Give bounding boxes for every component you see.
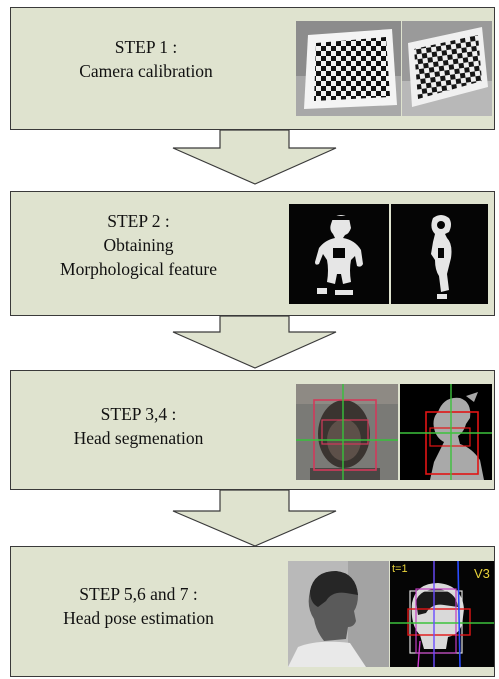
step-2-box: STEP 2 : Obtaining Morphological feature: [10, 191, 495, 316]
head-photo-detection: [296, 384, 398, 480]
step-5-6-7-title: STEP 5,6 and 7 :: [79, 584, 198, 604]
head-mask-detection: [400, 384, 492, 480]
step-5-6-7-box: STEP 5,6 and 7 : Head pose estimation t=…: [10, 546, 495, 677]
silhouette-image-1: [289, 204, 389, 304]
step-2-label: STEP 2 : Obtaining Morphological feature: [16, 209, 261, 281]
step-3-4-label: STEP 3,4 : Head segmenation: [11, 402, 266, 450]
checkerboard-image-1: [296, 21, 401, 116]
head-profile-photo: [288, 561, 389, 667]
corner-label: V3: [474, 566, 490, 581]
step-3-4-title: STEP 3,4 :: [100, 404, 177, 424]
step-5-6-7-label: STEP 5,6 and 7 : Head pose estimation: [11, 582, 266, 630]
head-pose-overlay: t=1 V3: [390, 561, 494, 667]
step-1-description: Camera calibration: [79, 61, 213, 81]
checkerboard-image-2: [402, 21, 492, 116]
step-3-4-box: STEP 3,4 : Head segmenation: [10, 370, 495, 490]
step-1-box: STEP 1 : Camera calibration: [10, 7, 495, 130]
step-2-title: STEP 2 :: [107, 211, 170, 231]
step-1-label: STEP 1 : Camera calibration: [21, 35, 271, 83]
step-5-6-7-description: Head pose estimation: [63, 608, 214, 628]
step-1-title: STEP 1 :: [114, 37, 178, 57]
frame-label: t=1: [392, 563, 408, 575]
step-3-4-description: Head segmenation: [73, 428, 204, 448]
silhouette-image-2: [391, 204, 488, 304]
step-2-line-3: Morphological feature: [60, 259, 217, 279]
step-2-line-2: Obtaining: [103, 235, 174, 255]
